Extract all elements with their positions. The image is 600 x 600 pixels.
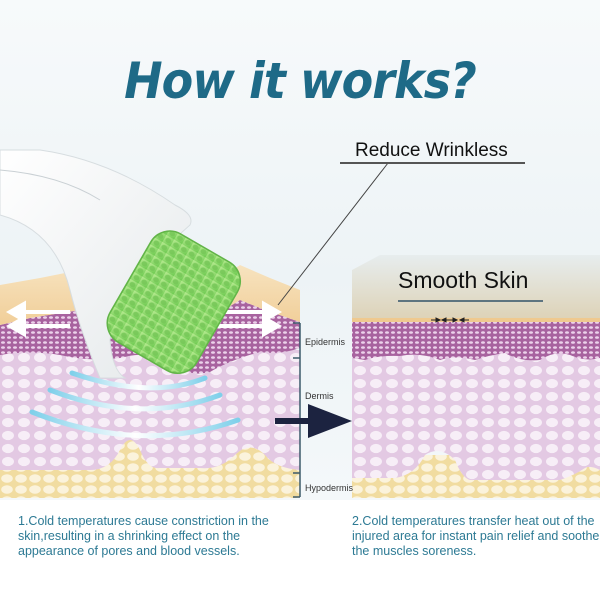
step-1-description: 1.Cold temperatures cause constriction i… (18, 514, 269, 558)
page-title: How it works? (124, 52, 477, 110)
step-2-description: 2.Cold temperatures transfer heat out of… (352, 514, 600, 558)
epidermis-label: Epidermis (305, 337, 346, 347)
right-skin-section (352, 255, 600, 498)
reduce-wrinkles-label: Reduce Wrinkless (355, 140, 508, 161)
ice-roller (0, 149, 241, 379)
smooth-skin-label: Smooth Skin (398, 267, 529, 293)
cold-waves (29, 370, 241, 439)
tension-arrows (5, 300, 283, 338)
hypodermis-label: Hypodermis (305, 483, 354, 493)
dermis-label: Dermis (305, 391, 334, 401)
smooth-skin-underline (398, 300, 543, 302)
compression-arrows (431, 317, 469, 323)
callout-leader-line (277, 162, 389, 306)
transition-arrow-icon (275, 404, 352, 438)
reduce-wrinkles-underline (340, 162, 525, 164)
layer-bracket (293, 322, 301, 498)
